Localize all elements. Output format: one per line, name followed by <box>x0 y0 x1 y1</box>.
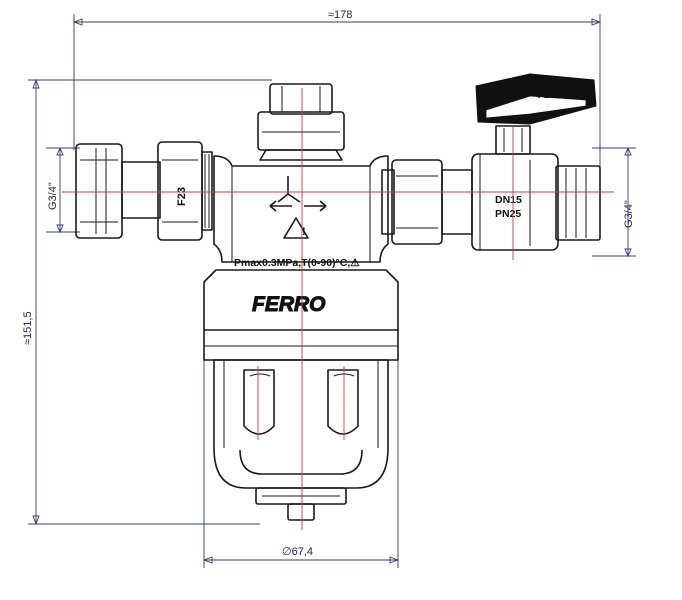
right-union-pipe <box>441 169 473 235</box>
right-thread-label: G3/4" <box>623 200 635 228</box>
overall-width-label: ≈178 <box>328 9 352 21</box>
valve-dn-label: DN15 <box>495 194 522 206</box>
left-union-nut <box>75 143 123 239</box>
left-union-pipe <box>121 161 161 219</box>
left-union-body <box>157 141 213 241</box>
right-union-nut <box>381 159 443 245</box>
left-thread-label: G3/4" <box>47 182 59 210</box>
dimension-right-thread <box>592 146 636 258</box>
filter-bowl <box>213 359 389 489</box>
body-diameter-label: ∅67,4 <box>282 546 313 558</box>
ball-valve-body <box>471 153 601 251</box>
warning-icon: ! <box>283 217 309 239</box>
pressure-temp-label: Pmax0.3MPa,T(0-90)°C,⚠ <box>234 257 360 269</box>
valve-pn-label: PN25 <box>495 208 521 220</box>
flow-direction-icon <box>269 176 327 212</box>
dimension-overall-height <box>28 78 272 526</box>
centerlines <box>62 88 614 530</box>
filter-head <box>213 155 389 263</box>
brand-handle-label: FERRO <box>538 90 573 101</box>
dimension-body-diameter <box>202 360 400 568</box>
dimension-overall-width <box>72 14 602 170</box>
top-cap <box>257 83 345 161</box>
dimension-left-thread <box>46 146 80 234</box>
drain-plug <box>255 487 347 521</box>
overall-height-label: ≈151,5 <box>22 311 34 345</box>
valve-handle <box>475 73 597 125</box>
svg-text:!: ! <box>302 226 306 238</box>
brand-body-label: FERRO <box>252 293 326 316</box>
union-mark-label: F23 <box>176 187 188 206</box>
